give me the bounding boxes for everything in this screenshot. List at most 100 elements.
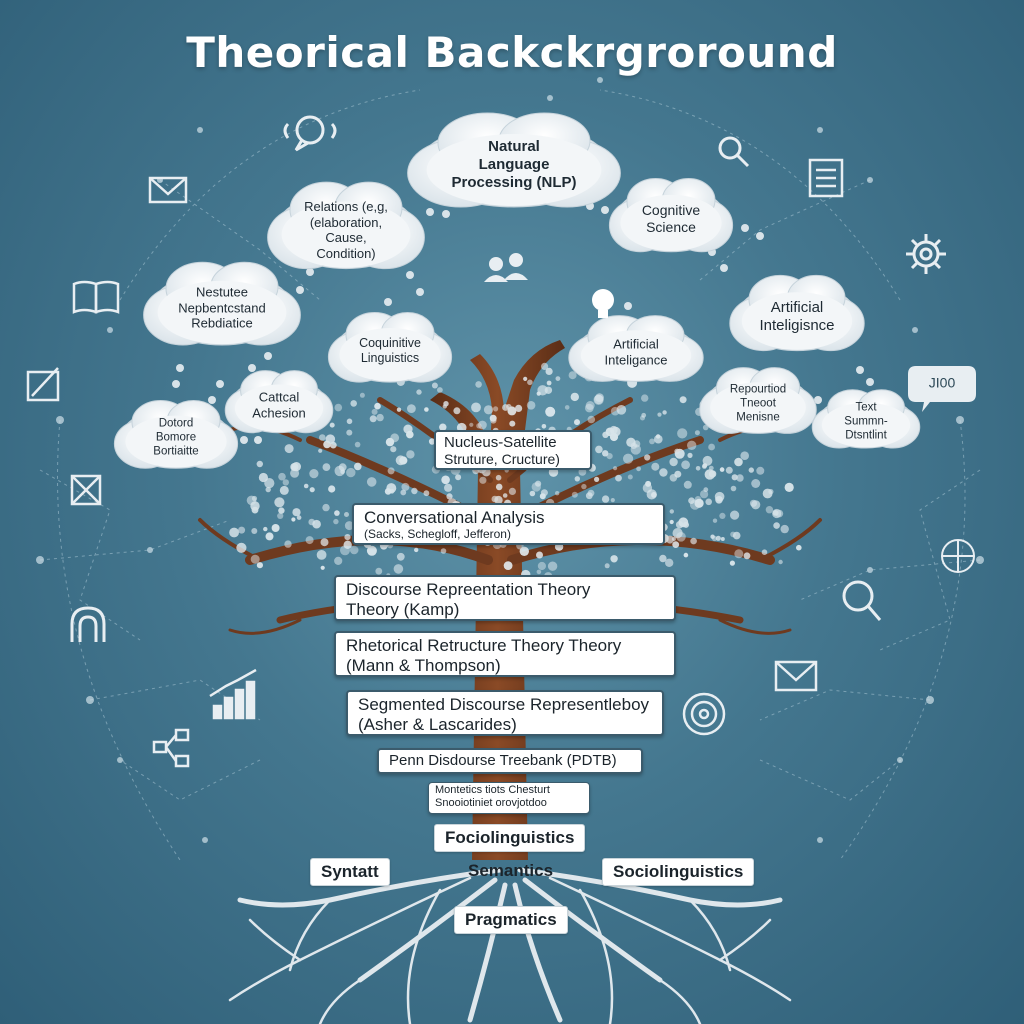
cloud-bubble xyxy=(224,370,334,434)
box-discourse-representation-theory: Discourse Repreentation Theory Theory (K… xyxy=(334,575,676,621)
root-pragmatics: Pragmatics xyxy=(454,906,568,934)
network-nodes xyxy=(36,77,984,843)
box-drt-line-2: Theory (Kamp) xyxy=(346,599,460,619)
cloud-ai-center: Artificial Inteligance xyxy=(605,336,668,367)
cloud-cattcal-line-1: Cattcal xyxy=(258,389,300,405)
network-web xyxy=(39,89,981,861)
box-segmented-discourse: Segmented Discourse Representleboy (Ashe… xyxy=(346,690,664,736)
cloud-bubble xyxy=(811,389,921,449)
cloud-cognitive-science-line-2: Science xyxy=(646,219,696,235)
cloud-repourtiod: Repourtiod Tneoot Menisne xyxy=(730,383,786,424)
diagram-title: Theorical Backckrgroround xyxy=(186,28,838,77)
cloud-text-line-2: Summn- xyxy=(844,415,888,428)
cloud-cognitive-linguistics-line-2: Linguistics xyxy=(360,351,420,365)
target-icon xyxy=(682,692,726,736)
book-icon xyxy=(72,280,120,314)
cloud-dotord-line-1: Dotord xyxy=(158,417,194,430)
cloud-bubble xyxy=(608,177,734,253)
cloud-repourtiod-line-2: Tneoot xyxy=(740,397,776,410)
box-conversational-line-2: (Sacks, Schegloff, Jefferon) xyxy=(364,526,511,541)
box-rhetorical-structure-theory: Rhetorical Retructure Theory Theory (Man… xyxy=(334,631,676,677)
chat-bubble-icon xyxy=(283,115,337,152)
root-semantics: Semantics xyxy=(468,861,554,880)
cloud-nestutee-line-3: Rebdiatice xyxy=(191,315,253,331)
cloud-ai-center-line-1: Artificial xyxy=(613,336,659,352)
lightbulb-icon xyxy=(592,289,614,318)
cloud-repourtiod-line-3: Menisne xyxy=(736,410,780,423)
search-icon xyxy=(718,136,750,168)
cross-icon xyxy=(70,474,102,506)
cloud-dotord: Dotord Bomore Bortiaitte xyxy=(153,417,198,458)
cloud-cognitive-linguistics: Coquinitive Linguistics xyxy=(359,336,421,366)
envelope-icon xyxy=(774,660,818,692)
cloud-cognitive-science: Cognitive Science xyxy=(642,202,700,236)
badge-label: JI00 xyxy=(928,374,956,391)
cloud-relations-line-4: Condition) xyxy=(316,245,376,261)
cloud-bubble xyxy=(267,181,425,270)
cloud-nlp-line-1: Natural xyxy=(488,138,540,155)
box-nucleus-line-1: Nucleus-Satellite xyxy=(444,434,557,451)
tree-roots xyxy=(228,867,792,1024)
badge-bubble xyxy=(908,366,976,412)
cloud-bubble xyxy=(113,400,239,469)
cloud-bubble xyxy=(699,367,817,434)
cloud-relations-line-2: (elaboration, xyxy=(309,214,383,230)
box-conversational-line-1: Conversational Analysis xyxy=(364,508,545,527)
box-sdrt-line-1: Segmented Discourse Representleboy xyxy=(358,695,650,714)
box-rst-line-1: Rhetorical Retructure Theory Theory xyxy=(346,636,622,655)
cloud-bubble xyxy=(407,112,621,208)
document-icon xyxy=(808,158,844,198)
cloud-ai-right-line-2: Inteligisnce xyxy=(759,317,835,334)
cloud-nestutee: Nestutee Nepbentcstand Rebdiatice xyxy=(178,285,265,332)
cloud-nlp: Natural Language Processing (NLP) xyxy=(451,138,576,192)
people-icon xyxy=(484,253,528,282)
box-pdtb-line-1: Penn Disdourse Treebank (PDTB) xyxy=(389,752,617,769)
cloud-shapes xyxy=(113,112,921,469)
box-montetics-line-1: Montetics tiots Chesturt xyxy=(435,784,550,796)
cloud-bubble xyxy=(729,274,865,352)
pen-icon xyxy=(26,367,60,402)
cloud-nlp-line-2: Language xyxy=(478,156,550,173)
cloud-repourtiod-line-1: Repourtiod xyxy=(729,383,787,396)
cloud-bubble xyxy=(143,261,301,346)
gear-icon xyxy=(906,234,946,274)
cloud-cognitive-science-line-1: Cognitive xyxy=(641,202,701,219)
cloud-dotord-line-3: Bortiaitte xyxy=(153,444,199,457)
cloud-relations: Relations (e,g, (elaboration, Cause, Con… xyxy=(304,199,388,261)
cloud-ai-right-line-1: Artificial xyxy=(770,299,824,316)
box-nucleus-satellite: Nucleus-Satellite Struture, Cructure) xyxy=(434,430,592,470)
box-rst-line-2: (Mann & Thompson) xyxy=(346,655,501,675)
cloud-dotord-line-2: Bomore xyxy=(155,431,197,444)
cloud-text-line-3: Dtsntlint xyxy=(845,428,887,441)
box-montetics-line-2: Snooiotiniet orovjotdoo xyxy=(435,796,547,809)
cloud-text-line-1: Text xyxy=(855,401,877,414)
cloud-nestutee-line-2: Nepbentcstand xyxy=(178,300,266,316)
box-penn-discourse-treebank: Penn Disdourse Treebank (PDTB) xyxy=(377,748,643,774)
flowchart-icon xyxy=(152,728,190,768)
cloud-nestutee-line-1: Nestutee xyxy=(195,284,249,300)
box-conversational-analysis: Conversational Analysis (Sacks, Scheglof… xyxy=(352,503,665,545)
root-syntatt: Syntatt xyxy=(310,858,390,886)
bar-chart-icon xyxy=(209,668,257,720)
magnifier-icon xyxy=(842,580,882,621)
cloud-ai-center-line-2: Inteligance xyxy=(604,352,668,367)
cloud-relations-line-1: Relations (e,g, xyxy=(304,198,388,214)
root-fociolinguistics: Fociolinguistics xyxy=(434,824,586,852)
box-nucleus-line-2: Struture, Cructure) xyxy=(444,451,560,468)
root-sociolinguistics: Sociolinguistics xyxy=(602,858,755,886)
cloud-bubble xyxy=(327,312,453,383)
arch-icon xyxy=(70,606,106,642)
cloud-bubble xyxy=(568,315,704,382)
globe-icon xyxy=(941,539,975,573)
envelope-icon xyxy=(148,176,188,204)
cloud-cattcal: Cattcal Achesion xyxy=(252,389,305,420)
cloud-ai-right: Artificial Inteligisnce xyxy=(759,299,834,335)
box-drt-line-1: Discourse Repreentation Theory xyxy=(346,580,591,599)
cloud-cattcal-line-2: Achesion xyxy=(252,405,306,420)
cloud-text: Text Summn- Dtsntlint xyxy=(844,401,887,442)
cloud-relations-line-3: Cause, xyxy=(325,230,367,245)
box-sdrt-line-2: (Asher & Lascarides) xyxy=(358,714,517,734)
box-montetics: Montetics tiots Chesturt Snooiotiniet or… xyxy=(428,782,590,814)
cloud-nlp-line-3: Processing (NLP) xyxy=(451,174,577,191)
cloud-cognitive-linguistics-line-1: Coquinitive xyxy=(359,336,421,350)
